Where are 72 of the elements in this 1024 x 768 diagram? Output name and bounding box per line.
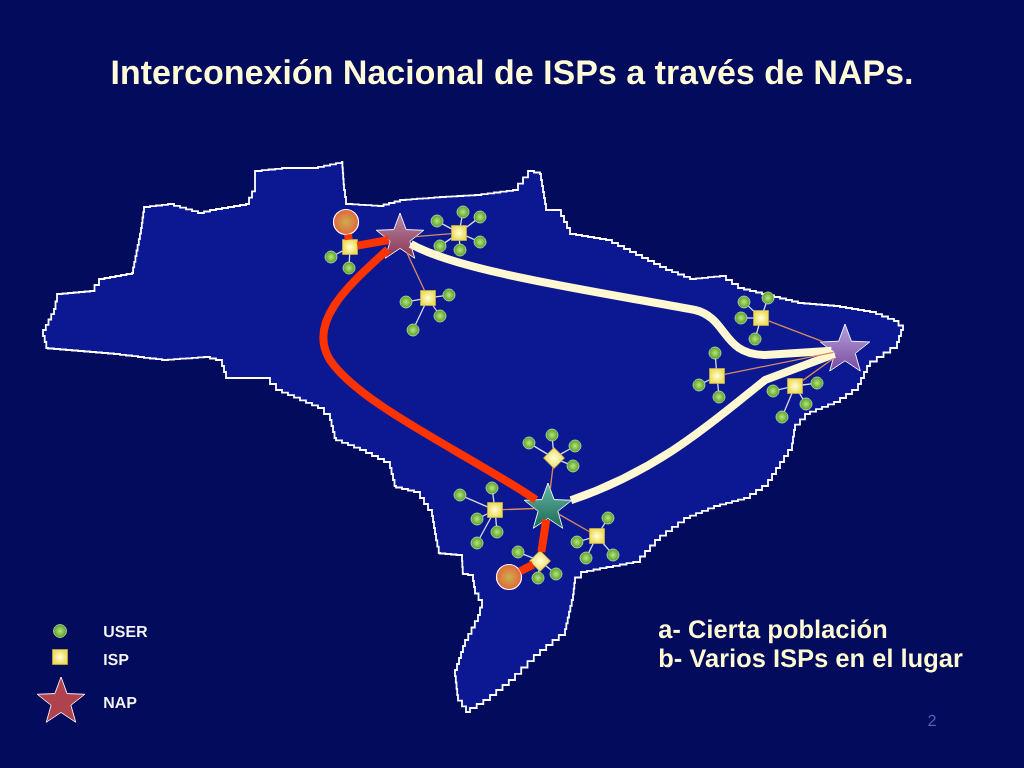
isp-square — [787, 378, 803, 394]
link-line — [538, 569, 540, 573]
link-line — [756, 324, 760, 334]
link-line — [348, 253, 351, 263]
link-line — [746, 317, 755, 319]
isp-square — [420, 290, 436, 306]
link-line — [767, 320, 825, 343]
isp-diamond — [543, 447, 565, 469]
trunk-line — [344, 233, 353, 241]
link-line — [481, 513, 489, 517]
link-line — [588, 542, 594, 554]
title: Interconexión Nacional de ISPs a través de NAPs. — [112, 59, 912, 85]
link-line — [441, 223, 453, 230]
link-line — [464, 496, 489, 508]
link-line — [703, 379, 711, 383]
link-line — [717, 382, 720, 392]
link-line — [582, 537, 591, 541]
link-line — [444, 237, 453, 244]
link-line — [551, 440, 554, 449]
link-line — [465, 220, 476, 228]
isp-square — [342, 239, 358, 255]
link-line — [558, 513, 591, 533]
link-line — [459, 217, 463, 227]
trunk-line — [356, 236, 390, 250]
link-line — [545, 565, 552, 571]
trunk-line — [408, 240, 832, 359]
link-line — [434, 295, 444, 298]
page-number: 2 — [928, 714, 936, 726]
link-line — [560, 448, 571, 455]
link-line — [798, 392, 804, 400]
trunk-line — [518, 561, 535, 575]
link-line — [465, 235, 476, 241]
link-line — [801, 383, 812, 386]
link-line — [458, 239, 461, 245]
link-line — [406, 252, 426, 292]
link-line — [492, 493, 495, 504]
link-line — [714, 358, 717, 370]
link-line — [522, 553, 534, 559]
link-line — [415, 233, 453, 238]
link-line — [747, 305, 755, 312]
isp-square — [709, 368, 725, 384]
link-line — [783, 392, 793, 413]
link-line — [763, 303, 767, 312]
population-circle — [332, 208, 360, 236]
population-circle — [495, 563, 523, 591]
link-line — [414, 304, 426, 326]
link-line — [479, 516, 492, 539]
link-line — [600, 522, 606, 530]
note-text: a- Cierta población — [658, 619, 887, 644]
link-line — [602, 542, 610, 552]
link-line — [723, 351, 835, 376]
isp-square — [589, 528, 605, 544]
note-text: b- Varios ISPs en el lugar — [659, 648, 963, 673]
link-line — [432, 304, 438, 312]
link-line — [335, 250, 344, 255]
isp-square — [451, 225, 467, 241]
link-line — [501, 507, 536, 511]
isp-square — [487, 502, 503, 518]
isp-square — [753, 310, 769, 326]
link-line — [533, 445, 549, 455]
link-line — [411, 298, 422, 302]
legend-label: USER — [104, 625, 148, 638]
link-line — [778, 387, 789, 391]
trunk-line — [569, 350, 836, 504]
legend-label: ISP — [104, 653, 129, 666]
link-line — [560, 460, 569, 465]
link-line — [495, 516, 498, 527]
link-line — [549, 466, 554, 490]
trunk-line — [319, 246, 539, 504]
isp-diamond — [529, 550, 551, 572]
legend-label: NAP — [104, 697, 137, 708]
link-line — [801, 357, 834, 382]
